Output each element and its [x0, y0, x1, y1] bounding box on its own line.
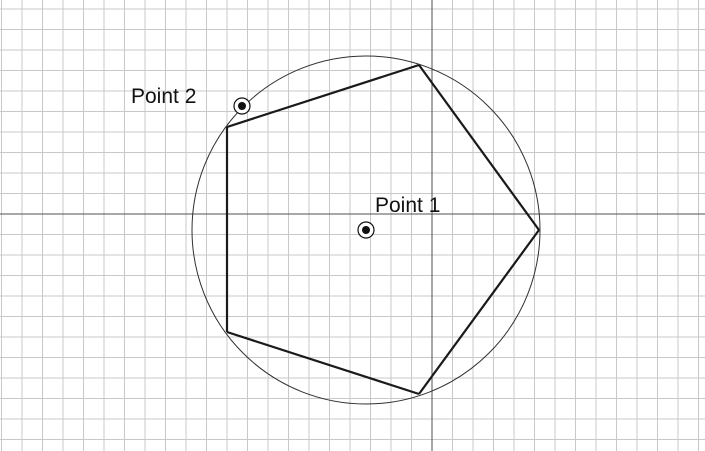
pentagon[interactable] [225, 63, 540, 396]
point-1-label: Point 1 [375, 194, 440, 217]
pentagon-edge[interactable] [418, 229, 540, 395]
point-2-marker[interactable] [233, 97, 251, 115]
pentagon-edge[interactable] [226, 63, 420, 129]
point-1-marker[interactable] [357, 221, 375, 239]
pentagon-edge[interactable] [226, 330, 420, 396]
pentagon-edge[interactable] [418, 64, 540, 231]
point-2-label: Point 2 [131, 85, 196, 108]
circumscribed-circle[interactable] [191, 55, 541, 405]
